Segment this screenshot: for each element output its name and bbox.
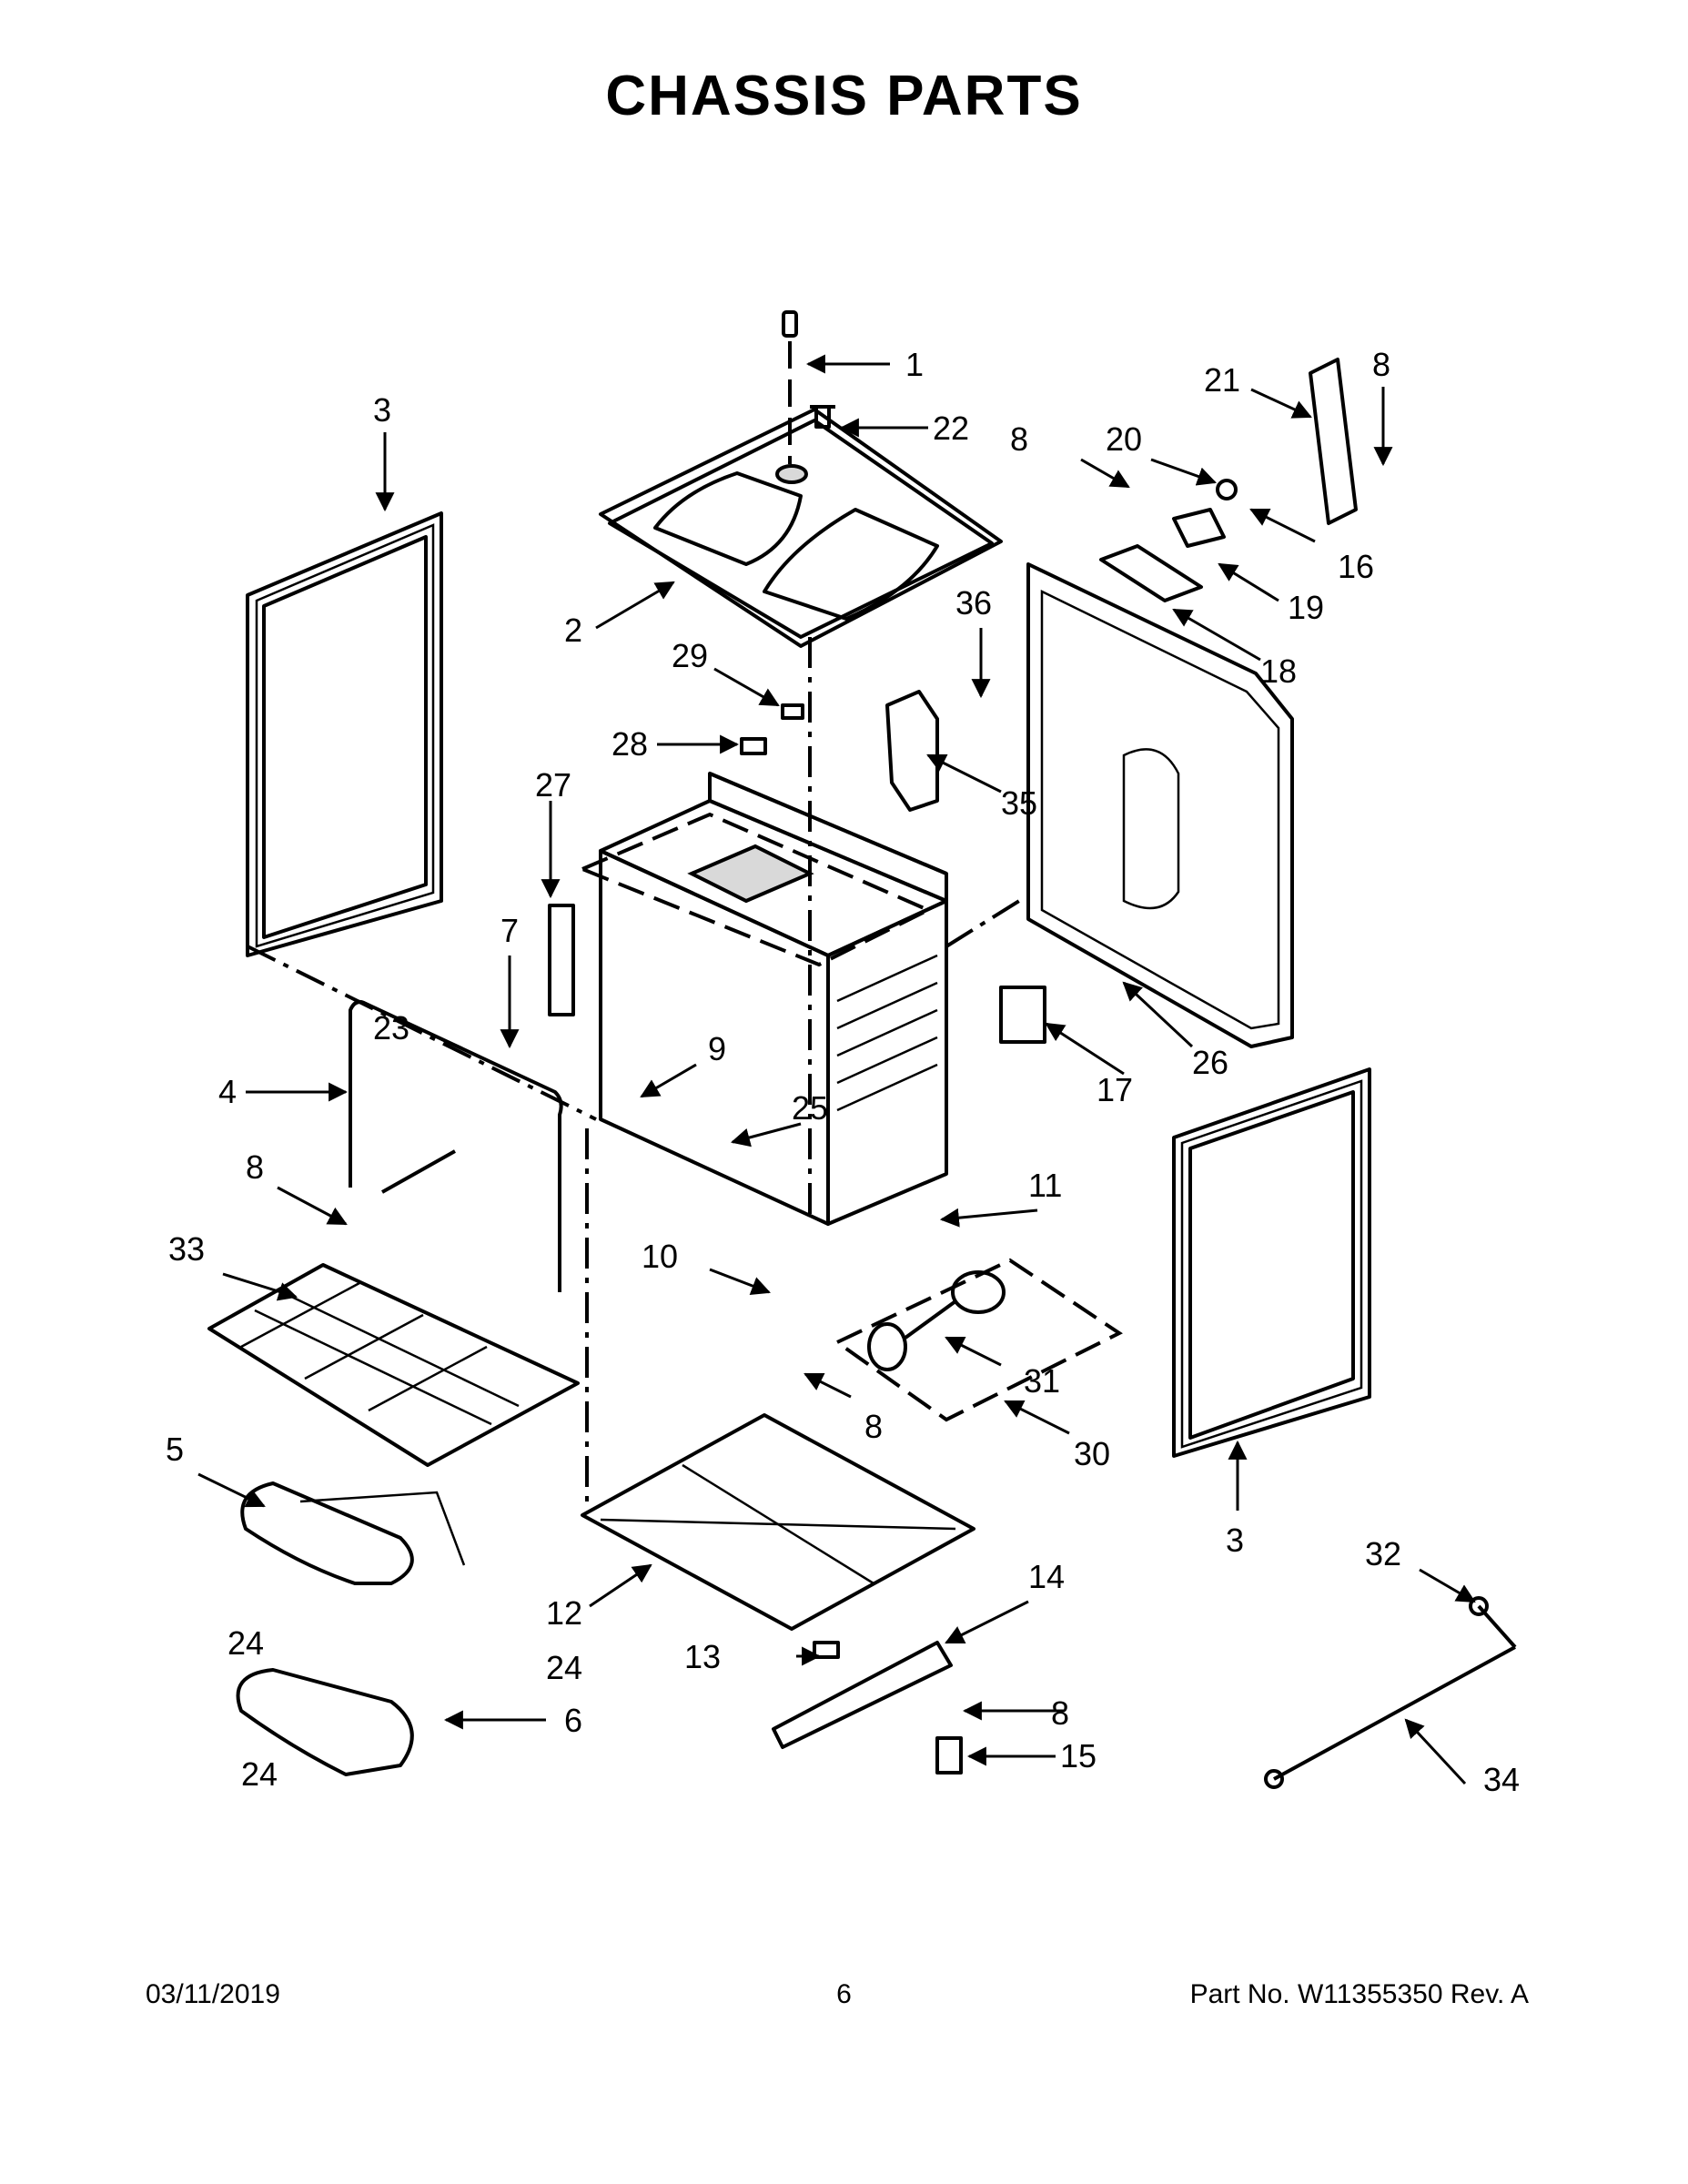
callout-10: 10	[642, 1238, 678, 1275]
callout-27: 27	[535, 766, 571, 804]
callout-24-mid: 24	[227, 1624, 264, 1662]
guide-line	[945, 899, 1021, 948]
callout-17: 17	[1097, 1071, 1133, 1108]
part-18-bracket	[1099, 544, 1203, 602]
part-35-bracket	[885, 690, 939, 812]
leader-arrows	[197, 354, 1476, 1785]
callout-29: 29	[672, 637, 708, 674]
footer-page-number: 6	[836, 1979, 852, 2009]
callout-5: 5	[166, 1431, 184, 1468]
callout-8-mid: 8	[864, 1408, 883, 1445]
footer-date: 03/11/2019	[146, 1979, 280, 2009]
callout-2: 2	[564, 612, 582, 649]
callout-31: 31	[1024, 1362, 1060, 1400]
callout-9: 9	[708, 1030, 726, 1067]
callout-16: 16	[1338, 548, 1374, 585]
callout-8-bottom: 8	[1051, 1694, 1069, 1732]
part-5-bake-element	[240, 1481, 466, 1585]
callout-25: 25	[792, 1089, 828, 1127]
side-panel-left	[246, 511, 443, 957]
part-21-bracket	[1309, 358, 1358, 525]
part-30-outline	[834, 1258, 1123, 1422]
callout-19: 19	[1288, 589, 1324, 626]
callout-24-bottom: 24	[241, 1755, 278, 1793]
callout-28: 28	[612, 725, 648, 763]
callout-8-top-left: 8	[1010, 420, 1028, 458]
callout-26: 26	[1192, 1044, 1228, 1081]
part-17-plate	[999, 986, 1046, 1044]
part-22-screw	[810, 405, 835, 429]
part-34-harness	[1264, 1596, 1517, 1789]
side-panel-right	[1172, 1067, 1371, 1458]
part-27-bracket	[548, 904, 575, 1016]
callout-3-right: 3	[1226, 1522, 1244, 1559]
callout-8-top-right: 8	[1372, 346, 1390, 383]
callout-23: 23	[373, 1009, 409, 1046]
footer-part-number: Part No. W11355350 Rev. A	[1189, 1979, 1529, 2009]
callout-18: 18	[1260, 652, 1297, 690]
guide-line	[247, 945, 597, 1121]
callout-34: 34	[1483, 1761, 1520, 1798]
part-19-block	[1172, 508, 1226, 548]
callout-11: 11	[1028, 1167, 1062, 1204]
cavity-outline	[577, 812, 933, 967]
callout-3-left: 3	[373, 391, 391, 429]
part-20-nut	[1216, 479, 1238, 500]
part-28-clip	[740, 737, 767, 755]
cooktop	[599, 408, 1003, 648]
callout-22: 22	[933, 410, 969, 447]
callout-30: 30	[1074, 1435, 1110, 1472]
part-29-screw	[781, 703, 804, 720]
page-title: CHASSIS PARTS	[605, 65, 1083, 127]
callout-24-right: 24	[546, 1649, 582, 1686]
callout-35: 35	[1001, 784, 1037, 822]
callout-32: 32	[1365, 1535, 1401, 1572]
callout-12: 12	[546, 1594, 582, 1632]
part-6-broil-element	[236, 1668, 414, 1776]
callout-33: 33	[168, 1230, 205, 1268]
callout-4: 4	[218, 1073, 237, 1110]
callout-1: 1	[905, 346, 924, 383]
part-31-knob	[867, 1270, 1006, 1371]
callout-6: 6	[564, 1702, 582, 1739]
part-33-rack	[207, 1263, 580, 1467]
callout-15: 15	[1060, 1737, 1097, 1774]
callout-8-left: 8	[246, 1148, 264, 1186]
part-23-element	[381, 1149, 456, 1194]
callout-7: 7	[500, 912, 519, 949]
part-4-gasket	[349, 1000, 563, 1292]
callout-20: 20	[1106, 420, 1142, 458]
callout-labels: 1 2 3 3 4 5 6 7 8 8 8 8 8 8 9 10 11 12 1…	[166, 346, 1520, 1798]
part-12-bottom	[581, 1413, 975, 1631]
part-15-leveler	[935, 1736, 963, 1774]
rear-panel	[1026, 562, 1294, 1048]
part-14-bracket	[772, 1641, 953, 1749]
callout-21: 21	[1204, 361, 1240, 399]
callout-13: 13	[684, 1638, 721, 1675]
callout-36: 36	[955, 584, 992, 622]
callout-14: 14	[1028, 1558, 1065, 1595]
part-1-plug	[782, 310, 798, 464]
